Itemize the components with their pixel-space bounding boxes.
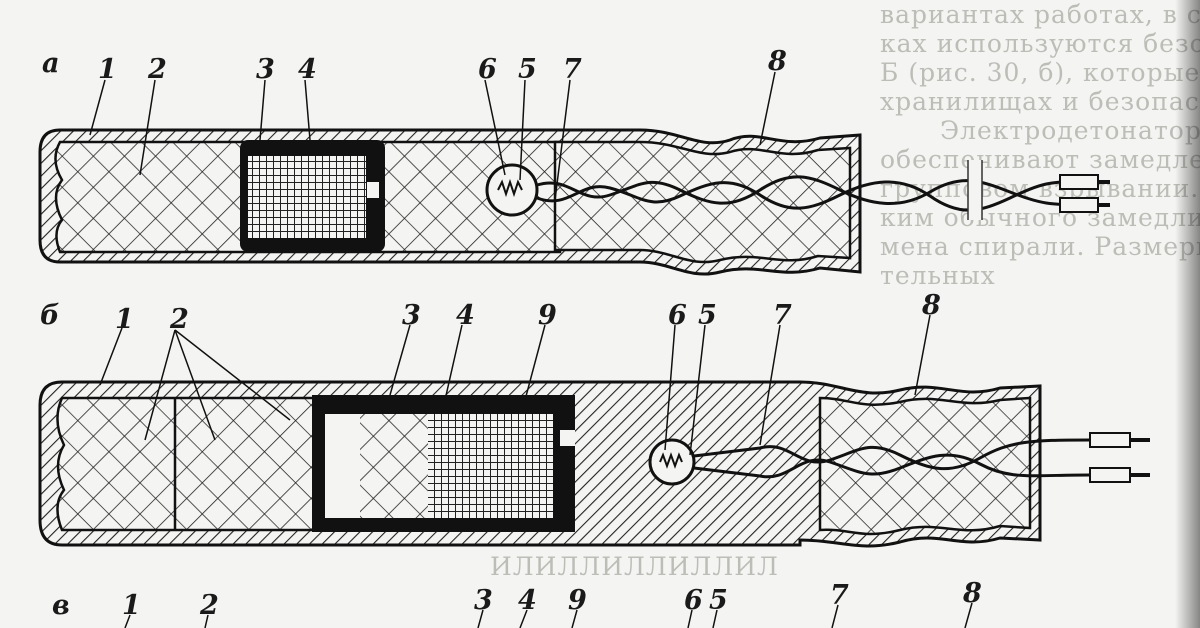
charge-initiating (428, 414, 553, 518)
figure-letter-b: б (40, 300, 60, 331)
text-line: обеспечивают замедление (880, 145, 1200, 174)
label-7: 7 (563, 54, 582, 85)
label-5: 5 (518, 54, 537, 85)
label-1: 1 (98, 54, 117, 85)
label-7: 7 (773, 300, 792, 331)
text-line: хранилищах и безопасны (880, 87, 1200, 116)
label-2: 2 (200, 590, 219, 621)
label-5: 5 (709, 585, 728, 616)
text-line: вариантах работах, в сухих и увлажненных… (880, 0, 1200, 29)
label-8: 8 (768, 46, 787, 77)
label-5: 5 (698, 300, 717, 331)
charge-primary (56, 396, 322, 532)
label-3: 3 (474, 585, 493, 616)
label-6: 6 (668, 300, 687, 331)
bridge-6 (648, 438, 696, 486)
text-line: ИЛИЛЛИЛЛИЛЛИЛ (490, 552, 779, 581)
bleed-through-text: вариантах работах, в сухих и увлажненных… (880, 0, 1200, 290)
wires-7 (693, 438, 1091, 471)
wires-7 (536, 175, 1091, 207)
label-9: 9 (568, 585, 587, 616)
label-2: 2 (170, 304, 189, 335)
label-1: 1 (115, 304, 134, 335)
label-3: 3 (256, 54, 275, 85)
label-2: 2 (148, 54, 167, 85)
retarder-9 (360, 414, 428, 518)
label-6: 6 (684, 585, 703, 616)
label-6: 6 (478, 54, 497, 85)
text-line: Б (рис. 30, б), которые обеспечивают заж… (880, 58, 1200, 87)
label-4: 4 (456, 300, 475, 331)
label-7: 7 (830, 580, 849, 611)
text-line: ках используются безопасные электродетон… (880, 29, 1200, 58)
figure-letter-a: а (42, 48, 60, 79)
text-line: Электродетонаторы (940, 116, 1200, 145)
detonator-a (38, 128, 1110, 276)
leader-lines (89, 71, 973, 628)
page-edge-shadow (1175, 0, 1200, 628)
label-8: 8 (922, 290, 941, 321)
label-8: 8 (963, 578, 982, 609)
detonator-b (38, 380, 1150, 548)
label-4: 4 (518, 585, 537, 616)
label-1: 1 (122, 590, 141, 621)
label-4: 4 (298, 54, 317, 85)
label-3: 3 (402, 300, 421, 331)
text-line: ким обычного замедлителя пороховую подуш… (880, 203, 1200, 232)
label-9: 9 (538, 300, 557, 331)
figure-letter-c: в (52, 590, 70, 621)
text-line: мена спирали. Размеры детонаторов такие … (880, 232, 1200, 261)
text-line: тельных (880, 261, 996, 290)
charge-initiating (248, 156, 366, 238)
plug-8 (553, 140, 852, 264)
